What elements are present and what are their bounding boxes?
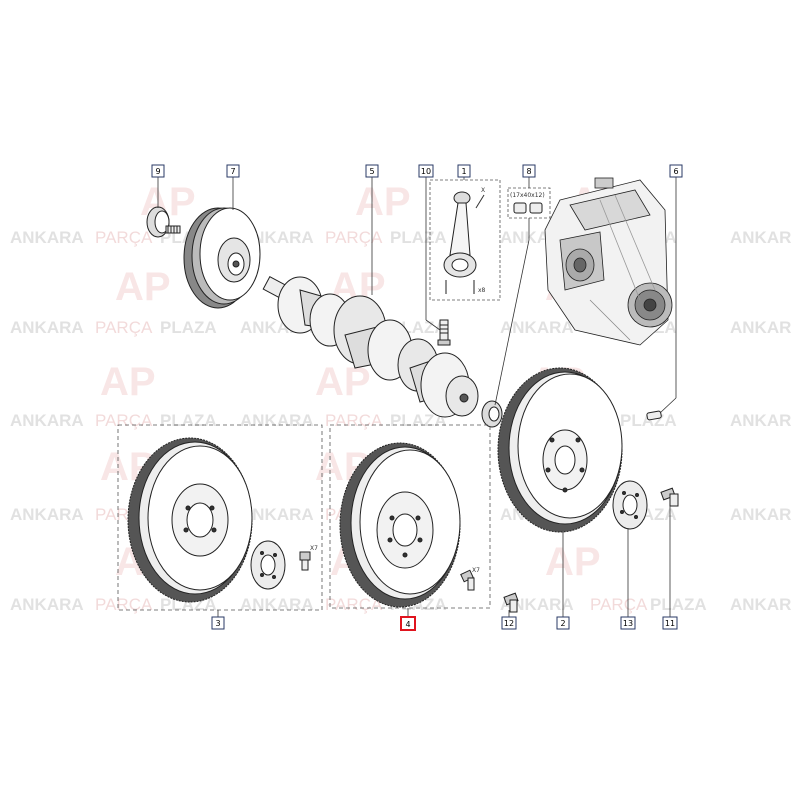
part-12-bolt[interactable] [503,592,519,613]
svg-text:1: 1 [461,167,466,176]
part-10-bolt[interactable] [437,319,451,346]
svg-text:ANKARA: ANKARA [240,595,314,614]
callout-12[interactable]: 12 [501,616,517,630]
svg-text:8: 8 [526,167,531,176]
svg-text:ANKARA: ANKARA [10,411,84,430]
svg-text:PARÇA: PARÇA [325,228,383,247]
callout-13[interactable]: 13 [620,616,636,630]
svg-text:ANKAR: ANKAR [730,228,791,247]
svg-text:ANKAR: ANKAR [730,505,791,524]
part-1-group-box [429,179,501,301]
part-13-reinforcement-plate[interactable] [612,480,648,530]
svg-text:AP: AP [115,265,171,309]
callout-8[interactable]: 8 [522,164,536,178]
part-3-group-box [117,424,323,611]
svg-text:PARÇA: PARÇA [590,595,648,614]
svg-text:PARÇA: PARÇA [95,411,153,430]
part-8-bearing-set[interactable] [513,202,543,214]
svg-text:9: 9 [155,167,160,176]
svg-text:PLAZA: PLAZA [620,411,677,430]
part-2-flywheel[interactable] [497,367,623,533]
svg-text:PLAZA: PLAZA [390,228,447,247]
svg-text:6: 6 [673,167,678,176]
svg-text:7: 7 [230,167,235,176]
svg-text:ANKARA: ANKARA [500,318,574,337]
callout-10[interactable]: 10 [418,164,434,178]
part-3-bolt[interactable] [299,551,311,571]
callout-4-selected[interactable]: 4 [400,616,416,631]
svg-text:2: 2 [560,619,565,628]
note-x7-mid: X7 [472,567,480,574]
svg-text:AP: AP [355,180,411,224]
svg-text:ANKARA: ANKARA [10,318,84,337]
callout-1[interactable]: 1 [457,164,471,178]
note-x8: x8 [478,287,486,294]
callout-7[interactable]: 7 [226,164,240,178]
svg-text:PLAZA: PLAZA [160,318,217,337]
part-6-dowel-pin[interactable] [646,410,662,421]
svg-text:3: 3 [215,619,220,628]
svg-text:ANKAR: ANKAR [730,411,791,430]
svg-text:11: 11 [665,619,675,628]
svg-text:PLAZA: PLAZA [650,595,707,614]
svg-text:AP: AP [100,360,156,404]
callout-9[interactable]: 9 [151,164,165,178]
svg-text:PLAZA: PLAZA [390,411,447,430]
svg-text:10: 10 [421,167,431,176]
pilot-bearing[interactable] [481,400,503,428]
part-1-connecting-rod[interactable] [443,191,485,294]
svg-text:5: 5 [369,167,374,176]
part-9-pulley-bolt[interactable] [146,206,181,238]
callout-2[interactable]: 2 [556,616,570,630]
part-3-flywheel[interactable] [127,437,253,603]
part-5-crankshaft[interactable] [262,276,479,418]
svg-text:ANKAR: ANKAR [730,595,791,614]
svg-text:PARÇA: PARÇA [325,411,383,430]
svg-text:13: 13 [623,619,633,628]
svg-text:ANKARA: ANKARA [10,595,84,614]
note-bearing-size: (17x40x12) [510,192,545,199]
svg-text:PARÇA: PARÇA [95,318,153,337]
leader-lines [157,177,677,617]
part-11-flywheel-bolt[interactable] [660,487,679,507]
svg-text:ANKARA: ANKARA [240,411,314,430]
svg-text:4: 4 [405,620,410,629]
svg-text:ANKAR: ANKAR [730,318,791,337]
note-x: X [481,187,485,194]
callout-6[interactable]: 6 [669,164,683,178]
callout-5[interactable]: 5 [365,164,379,178]
svg-text:ANKARA: ANKARA [10,505,84,524]
callout-11[interactable]: 11 [662,616,678,630]
svg-text:PLAZA: PLAZA [160,411,217,430]
part-4-flywheel[interactable] [339,442,461,608]
svg-text:PARÇA: PARÇA [95,595,153,614]
svg-text:ANKARA: ANKARA [240,505,314,524]
svg-text:ANKARA: ANKARA [10,228,84,247]
engine-block-illustration [544,177,673,346]
callout-3[interactable]: 3 [211,616,225,630]
note-x7-left: X7 [310,545,318,552]
part-3-plate[interactable] [250,540,286,590]
svg-text:12: 12 [504,619,514,628]
part-7-crankshaft-pulley[interactable] [183,207,261,309]
svg-text:ANKARA: ANKARA [500,595,574,614]
svg-text:AP: AP [315,360,371,404]
svg-text:PARÇA: PARÇA [95,228,153,247]
part-4-group-box [329,424,491,609]
svg-text:PARÇA: PARÇA [325,595,383,614]
part-4-bolt[interactable] [460,569,475,591]
svg-text:AP: AP [545,540,601,584]
